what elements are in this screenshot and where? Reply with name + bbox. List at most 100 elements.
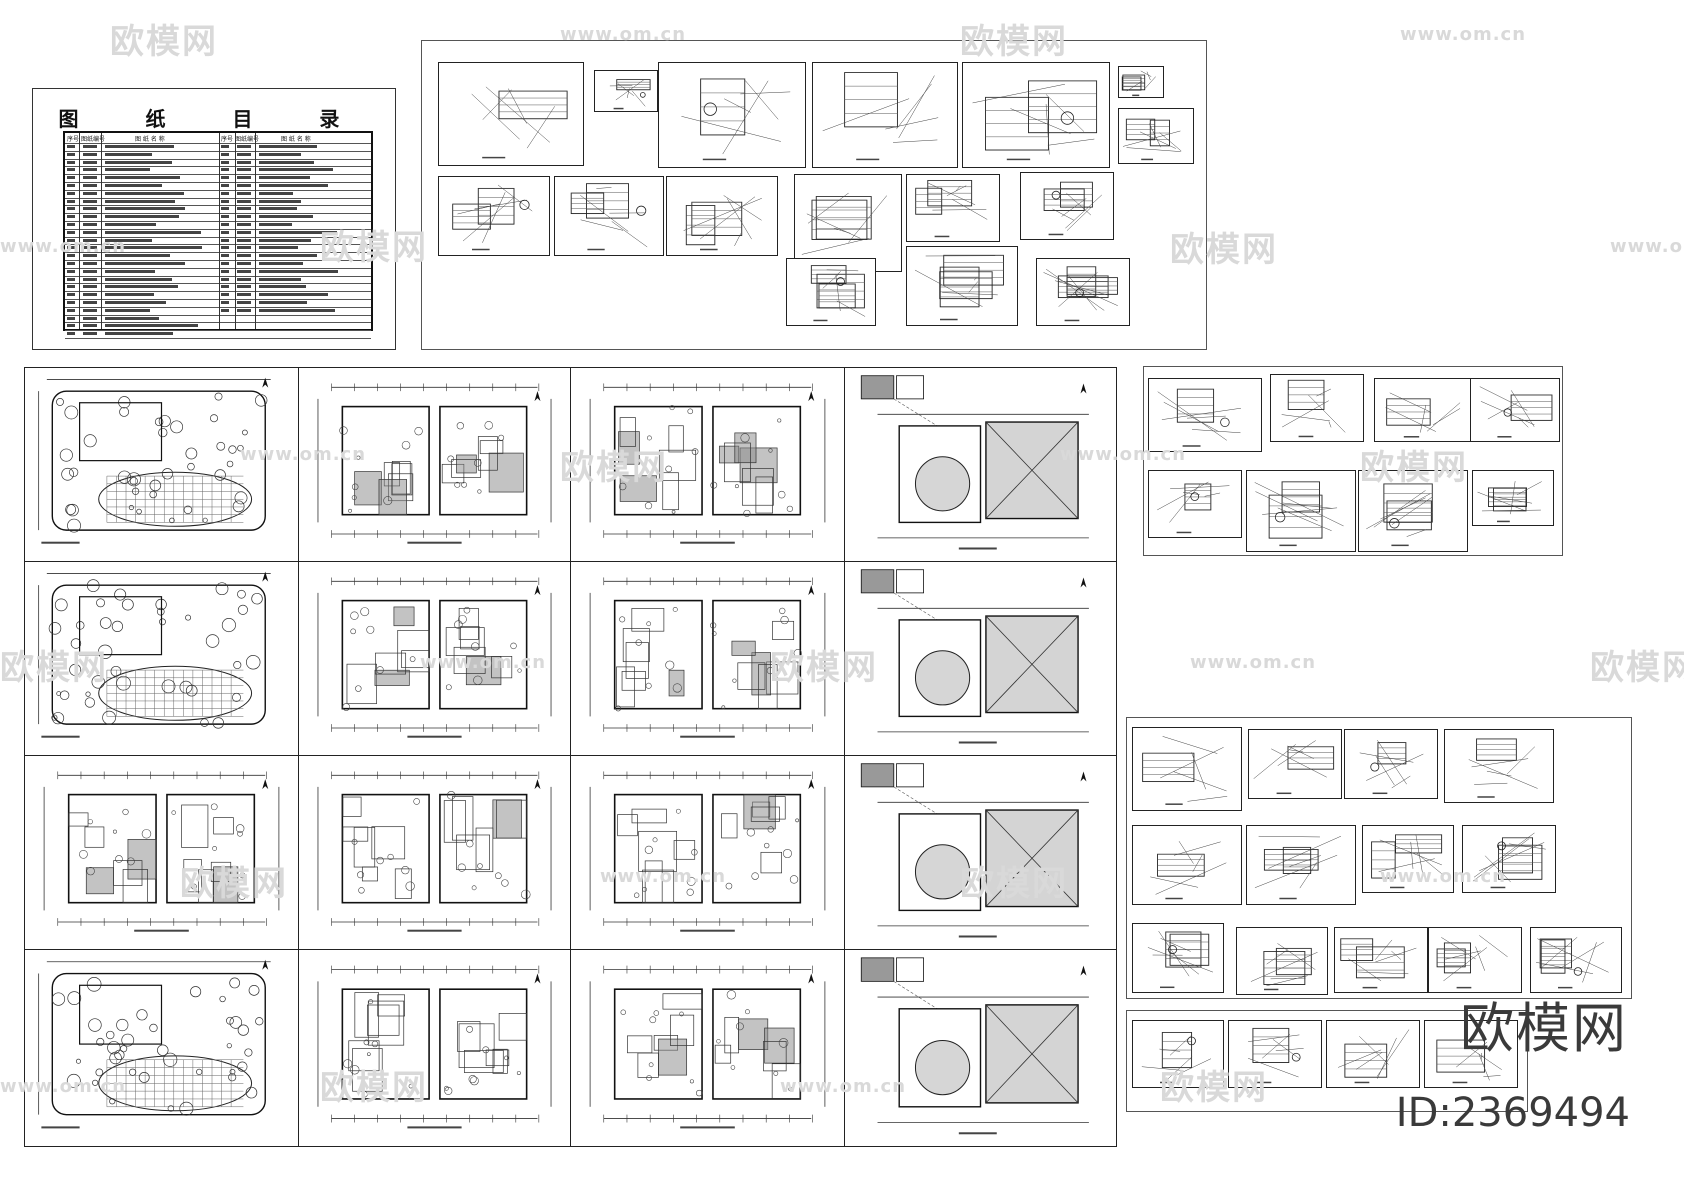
floor-plan-sheet-r1-c1[interactable]: [24, 367, 299, 562]
catalog-entry: [67, 145, 75, 148]
floor-plan-sheet-r2-c3[interactable]: [570, 561, 845, 756]
catalog-entry: [105, 223, 156, 226]
detail-sheet-right-upper-4[interactable]: [1470, 378, 1560, 442]
detail-sheet-right-lower-5[interactable]: [1132, 825, 1242, 905]
floor-plan-sheet-r3-c3[interactable]: [570, 755, 845, 950]
sheet-drawing: [1436, 935, 1508, 989]
detail-sheet-right-lower-12[interactable]: [1428, 927, 1522, 993]
floor-plan-sheet-r3-c1[interactable]: [24, 755, 299, 950]
stair-sheet-2[interactable]: [1228, 1020, 1322, 1088]
stair-sheet-4[interactable]: [1424, 1020, 1518, 1088]
detail-sheet-top-14[interactable]: [786, 258, 876, 326]
leader-line: [1506, 746, 1536, 775]
detail-sheet-top-4[interactable]: [812, 62, 958, 168]
detail-sheet-top-13[interactable]: [1020, 172, 1114, 240]
floor-plan-sheet-r4-c1[interactable]: [24, 949, 299, 1147]
catalog-entry: [83, 262, 97, 265]
furniture: [361, 1091, 368, 1098]
detail-sheet-right-upper-8[interactable]: [1472, 470, 1554, 526]
catalog-row-line: [65, 252, 371, 254]
sheet-caption: [1048, 233, 1064, 236]
detail-sheet-right-lower-1[interactable]: [1132, 727, 1242, 811]
detail-sheet-right-lower-11[interactable]: [1334, 927, 1428, 993]
detail-sheet-right-upper-3[interactable]: [1374, 378, 1472, 442]
detail-sheet-top-10[interactable]: [666, 176, 778, 256]
detail-sheet-right-lower-4[interactable]: [1444, 729, 1554, 803]
detail-callout: [640, 92, 646, 98]
floor-plan-sheet-r2-c1[interactable]: [24, 561, 299, 756]
north-arrow-icon: [1080, 577, 1087, 588]
detail-sheet-top-5[interactable]: [962, 62, 1110, 168]
detail-sheet-right-upper-7[interactable]: [1358, 470, 1468, 552]
floor-plan-sheet-r4-c3[interactable]: [570, 949, 845, 1147]
tree-symbol: [69, 663, 82, 676]
catalog-entry: [105, 199, 175, 203]
detail-sheet-right-upper-1[interactable]: [1148, 378, 1262, 452]
detail-sheet-top-9[interactable]: [554, 176, 664, 256]
leader-line: [1065, 194, 1102, 229]
detail-sheet-right-lower-7[interactable]: [1362, 825, 1454, 893]
tree-symbol: [202, 517, 208, 523]
detail-sheet-right-upper-5[interactable]: [1148, 470, 1242, 538]
projection-line: [893, 786, 938, 815]
leader-line: [1160, 747, 1224, 779]
detail-sheet-right-lower-2[interactable]: [1248, 729, 1342, 799]
catalog-entry: [83, 277, 97, 281]
floor-plan-sheet-r3-c4[interactable]: [844, 755, 1117, 950]
detail-sheet-top-16[interactable]: [1036, 258, 1130, 326]
room: [348, 1040, 380, 1072]
floor-plan-sheet-r1-c4[interactable]: [844, 367, 1117, 562]
leader-line: [1250, 951, 1318, 982]
detail-sheet-top-6[interactable]: [1118, 66, 1164, 98]
stair-sheet-1[interactable]: [1132, 1020, 1224, 1088]
detail-sheet-top-3[interactable]: [658, 62, 806, 168]
floor-plan-sheet-r1-c3[interactable]: [570, 367, 845, 562]
furniture: [686, 876, 696, 886]
detail-sheet-right-lower-13[interactable]: [1530, 927, 1622, 993]
catalog-row-line: [65, 291, 371, 293]
leader-line: [508, 88, 527, 124]
floor-plan-sheet-r4-c2[interactable]: [298, 949, 571, 1147]
floor-plan-sheet-r2-c4[interactable]: [844, 561, 1117, 756]
detail-sheet-top-8[interactable]: [438, 176, 550, 256]
tree-symbol: [214, 469, 226, 481]
detail-sheet-right-lower-8[interactable]: [1462, 825, 1556, 893]
room: [371, 826, 406, 860]
tree-symbol: [128, 505, 134, 511]
leader-line: [822, 273, 840, 289]
sheet-drawing: [1535, 937, 1609, 989]
floor-plan-sheet-r3-c2[interactable]: [298, 755, 571, 950]
room: [453, 646, 486, 674]
detail-sheet-top-1[interactable]: [438, 62, 584, 166]
catalog-entry: [105, 230, 202, 234]
detail-sheet-right-upper-6[interactable]: [1246, 470, 1356, 552]
room: [342, 826, 369, 842]
furniture: [740, 433, 750, 443]
stair-sheet-3[interactable]: [1326, 1020, 1420, 1088]
detail-sheet-top-7[interactable]: [1118, 108, 1194, 164]
north-arrow-icon: [262, 377, 269, 388]
detail-sheet-top-2[interactable]: [594, 70, 658, 112]
drawing-catalog-sheet[interactable]: 图 纸 目 录 序号 图纸编号 图 纸 名 称 序号 图纸编号 图 纸 名 称: [32, 88, 396, 350]
tree-symbol: [229, 1016, 243, 1029]
detail-sheet-right-lower-3[interactable]: [1344, 729, 1438, 799]
detail-sheet-top-12[interactable]: [906, 174, 1000, 242]
tree-symbol: [59, 448, 73, 462]
detail-sheet-right-upper-2[interactable]: [1270, 374, 1364, 442]
leader-line: [1348, 958, 1382, 982]
stair-sheets-group: [1126, 1010, 1528, 1112]
detail-sheet-right-lower-10[interactable]: [1236, 927, 1328, 995]
leader-line: [726, 198, 752, 240]
sheet-drawing: [317, 577, 552, 738]
room: [68, 812, 89, 827]
detail-sheet-right-lower-6[interactable]: [1246, 825, 1356, 905]
floor-plan-sheet-r4-c4[interactable]: [844, 949, 1117, 1147]
detail-sheet-top-15[interactable]: [906, 246, 1018, 326]
sheet-drawing: [1141, 1031, 1212, 1084]
room: [477, 436, 498, 471]
floor-plan-sheet-r1-c2[interactable]: [298, 367, 571, 562]
floor-plan-sheet-r2-c2[interactable]: [298, 561, 571, 756]
catalog-col-code-2: 图纸编号: [235, 136, 260, 143]
detail-sheet-right-lower-9[interactable]: [1132, 923, 1224, 993]
sheet-caption: [1160, 1081, 1175, 1084]
